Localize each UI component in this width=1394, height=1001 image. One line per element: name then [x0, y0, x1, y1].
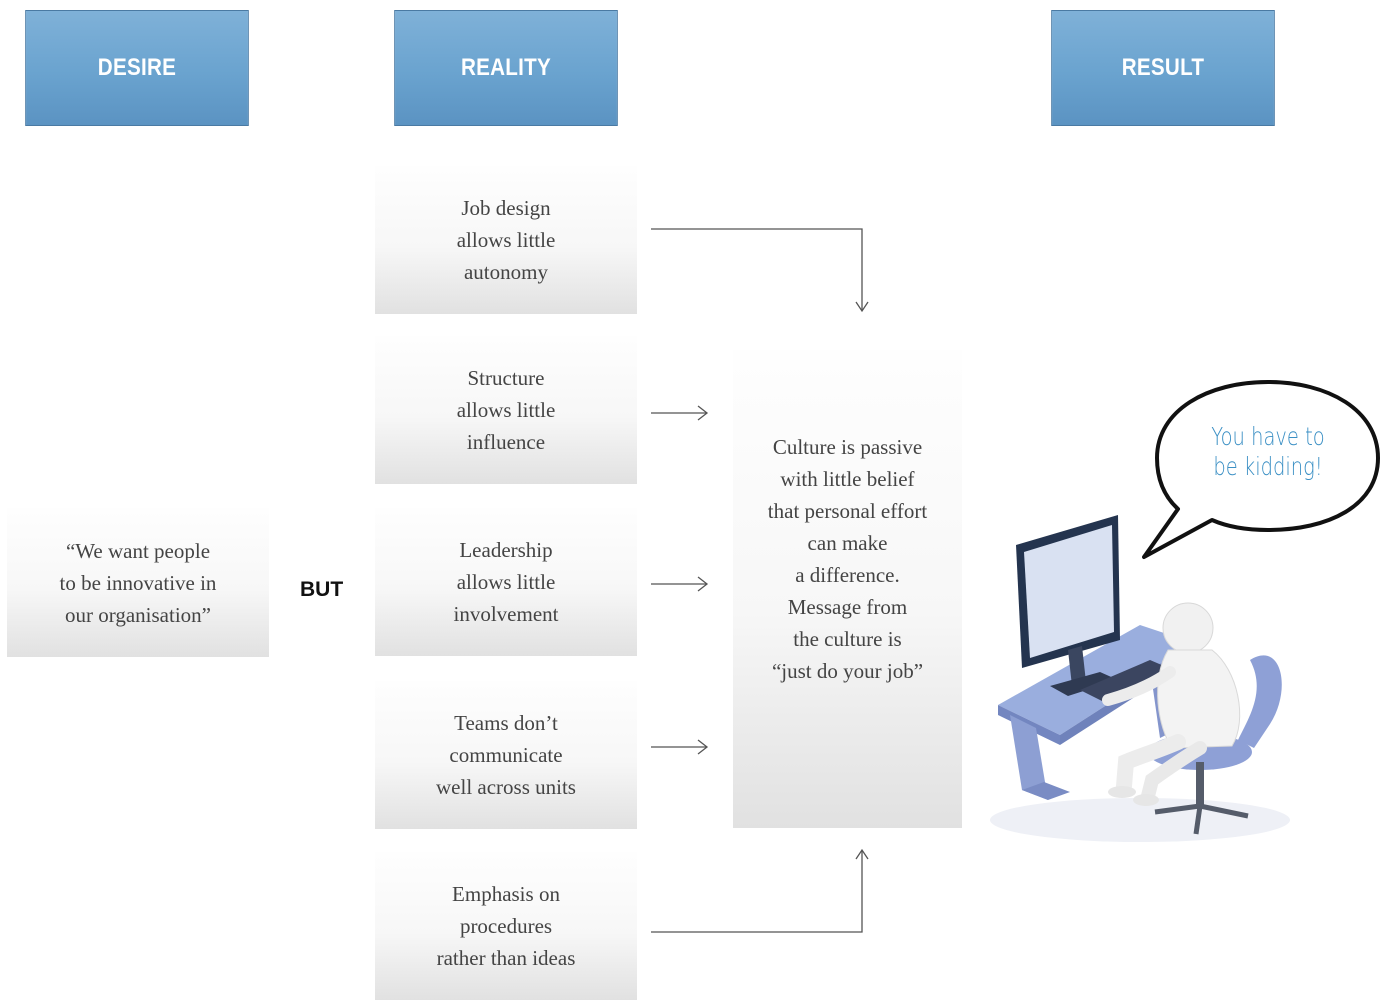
- speech-bubble: [1142, 380, 1380, 559]
- header-reality: REALITY: [394, 10, 618, 126]
- header-result: RESULT: [1051, 10, 1275, 126]
- arrowhead-teams: [697, 739, 709, 755]
- arrowhead-structure: [697, 405, 709, 421]
- connector-bottom: [651, 851, 863, 933]
- reality-card-teams: Teams don’t communicate well across unit…: [375, 681, 637, 829]
- arrowhead-leadership: [697, 576, 709, 592]
- header-desire: DESIRE: [25, 10, 249, 126]
- but-label: BUT: [300, 578, 344, 601]
- reality-card-leadership: Leadership allows little involvement: [375, 508, 637, 656]
- reality-card-job-design: Job design allows little autonomy: [375, 166, 637, 314]
- result-card: Culture is passive with little belief th…: [733, 350, 962, 828]
- arrowhead-down: [855, 301, 869, 313]
- reality-card-structure: Structure allows little influence: [375, 336, 637, 484]
- person-at-computer-illustration: [990, 515, 1290, 842]
- speech-bubble-text: You have to be kidding!: [1211, 422, 1325, 481]
- connector-top: [651, 228, 863, 310]
- reality-card-emphasis: Emphasis on procedures rather than ideas: [375, 852, 637, 1000]
- desire-card: “We want people to be innovative in our …: [7, 508, 269, 657]
- arrowhead-up: [855, 848, 869, 860]
